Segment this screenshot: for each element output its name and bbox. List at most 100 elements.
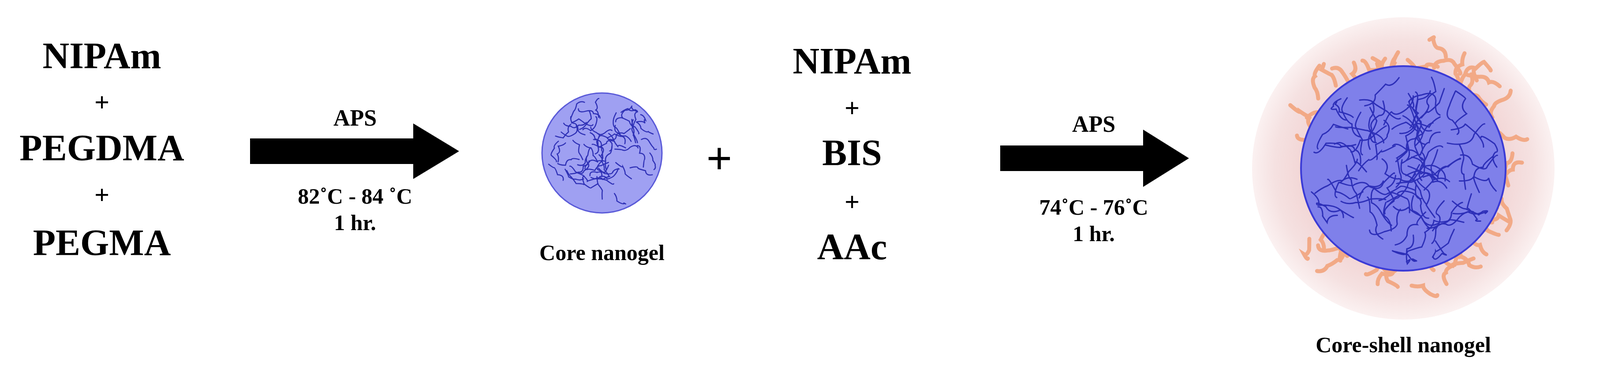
polymer-chain bbox=[572, 140, 583, 160]
polymer-chain bbox=[570, 160, 590, 175]
plus-sign: + bbox=[94, 181, 110, 209]
polymer-chain bbox=[636, 122, 654, 135]
plus-sign: + bbox=[844, 188, 860, 216]
shell-halo bbox=[1252, 17, 1555, 320]
polymer-chain bbox=[1480, 136, 1498, 168]
polymer-chain bbox=[1406, 132, 1440, 161]
polymer-chain bbox=[650, 153, 656, 170]
polymer-chain bbox=[593, 139, 603, 158]
polymer-chain bbox=[637, 114, 646, 124]
polymer-chain bbox=[1359, 99, 1401, 120]
polymer-chain bbox=[548, 164, 564, 181]
polymer-chain bbox=[1490, 90, 1511, 118]
core-nanogel: Core nanogel bbox=[540, 91, 664, 215]
polymer-chain bbox=[1423, 158, 1461, 179]
polymer-chain bbox=[1447, 91, 1459, 135]
nanogel-particle bbox=[540, 91, 664, 215]
polymer-chain bbox=[590, 177, 614, 185]
polymer-chain bbox=[1405, 171, 1450, 182]
polymer-chain bbox=[622, 117, 640, 134]
polymer-chain bbox=[1401, 124, 1416, 164]
polymer-chain bbox=[583, 116, 598, 131]
polymer-chain bbox=[641, 138, 657, 150]
polymer-chain bbox=[1424, 220, 1464, 233]
polymer-chain bbox=[563, 122, 587, 128]
polymer-chain bbox=[561, 125, 578, 137]
polymer-chain bbox=[555, 124, 572, 139]
polymer-chain bbox=[631, 107, 639, 128]
polymer-chain bbox=[557, 158, 580, 166]
polymer-chain bbox=[1304, 239, 1310, 259]
polymer-chain bbox=[608, 133, 626, 149]
polymer-chain bbox=[1321, 63, 1337, 86]
polymer-chain bbox=[1327, 179, 1364, 199]
nanogel-particle bbox=[1251, 16, 1556, 321]
condition-label: 1 hr. bbox=[1072, 222, 1115, 245]
polymer-chain bbox=[595, 98, 599, 118]
core-shell-nanogel: Core-shell nanogel bbox=[1251, 16, 1556, 321]
polymer-chain bbox=[1467, 74, 1500, 87]
polymer-chain bbox=[1427, 202, 1463, 229]
polymer-chain bbox=[1424, 149, 1438, 191]
reactant: AAc bbox=[817, 228, 888, 266]
polymer-chain bbox=[1311, 191, 1344, 218]
polymer-chain bbox=[1395, 212, 1426, 245]
polymer-chain bbox=[1412, 164, 1427, 205]
polymer-chain bbox=[1501, 198, 1511, 231]
polymer-chain bbox=[631, 119, 638, 143]
polymer-chain bbox=[1382, 159, 1415, 182]
polymer-chain bbox=[1379, 192, 1410, 214]
polymer-chain bbox=[1408, 93, 1432, 131]
polymer-chain bbox=[1325, 145, 1361, 164]
reaction-arrow bbox=[250, 123, 460, 180]
core-sphere bbox=[542, 93, 662, 214]
polymer-chain bbox=[597, 176, 603, 200]
reactant: BIS bbox=[822, 134, 882, 172]
polymer-chain bbox=[1368, 107, 1377, 150]
core-sphere bbox=[1300, 66, 1506, 271]
polymer-chain bbox=[1342, 97, 1361, 137]
polymer-chain bbox=[598, 168, 620, 174]
reactant: NIPAm bbox=[792, 42, 912, 80]
polymer-chain bbox=[1392, 232, 1426, 255]
polymer-chain bbox=[1393, 251, 1417, 262]
reactant: PEGMA bbox=[33, 224, 172, 262]
polymer-chain bbox=[1467, 194, 1481, 222]
polymer-chain bbox=[1429, 37, 1446, 58]
polymer-chain bbox=[614, 145, 639, 151]
polymer-chain bbox=[1375, 120, 1389, 160]
polymer-chain bbox=[1358, 145, 1396, 172]
polymer-chain bbox=[586, 162, 609, 171]
reactant: PEGDMA bbox=[19, 129, 184, 167]
polymer-chain bbox=[590, 132, 599, 154]
polymer-chain bbox=[1369, 209, 1401, 235]
polymer-chain bbox=[1411, 285, 1438, 297]
polymer-chain bbox=[1346, 165, 1360, 209]
reactant: NIPAm bbox=[42, 37, 161, 75]
polymer-chain bbox=[1432, 229, 1455, 258]
polymer-chain bbox=[637, 145, 645, 168]
initiator-label: APS bbox=[1072, 112, 1116, 136]
polymer-chain bbox=[1339, 181, 1384, 187]
polymer-chain bbox=[571, 119, 594, 126]
polymer-chain bbox=[1459, 145, 1466, 190]
particle-caption: Core-shell nanogel bbox=[1315, 333, 1492, 356]
polymer-chain bbox=[615, 106, 632, 123]
condition-label: 1 hr. bbox=[333, 211, 376, 234]
polymer-chain bbox=[615, 162, 632, 180]
polymer-chain bbox=[1447, 123, 1485, 145]
initiator-label: APS bbox=[333, 106, 377, 130]
polymer-chain bbox=[613, 112, 621, 135]
polymer-chain bbox=[1452, 201, 1486, 215]
polymer-chain bbox=[551, 141, 559, 162]
condition-label: 82˚C - 84 ˚C bbox=[297, 185, 413, 208]
polymer-chain bbox=[592, 140, 615, 148]
polymer-chain bbox=[1312, 65, 1320, 99]
polymer-chain bbox=[1455, 90, 1467, 124]
condition-label: 74˚C - 76˚C bbox=[1039, 196, 1148, 219]
particle-caption: Core nanogel bbox=[539, 241, 665, 264]
polymer-chain bbox=[1316, 203, 1354, 218]
polymer-chain bbox=[630, 167, 653, 176]
polymer-chain bbox=[607, 134, 625, 144]
plus-sign: + bbox=[94, 89, 110, 116]
